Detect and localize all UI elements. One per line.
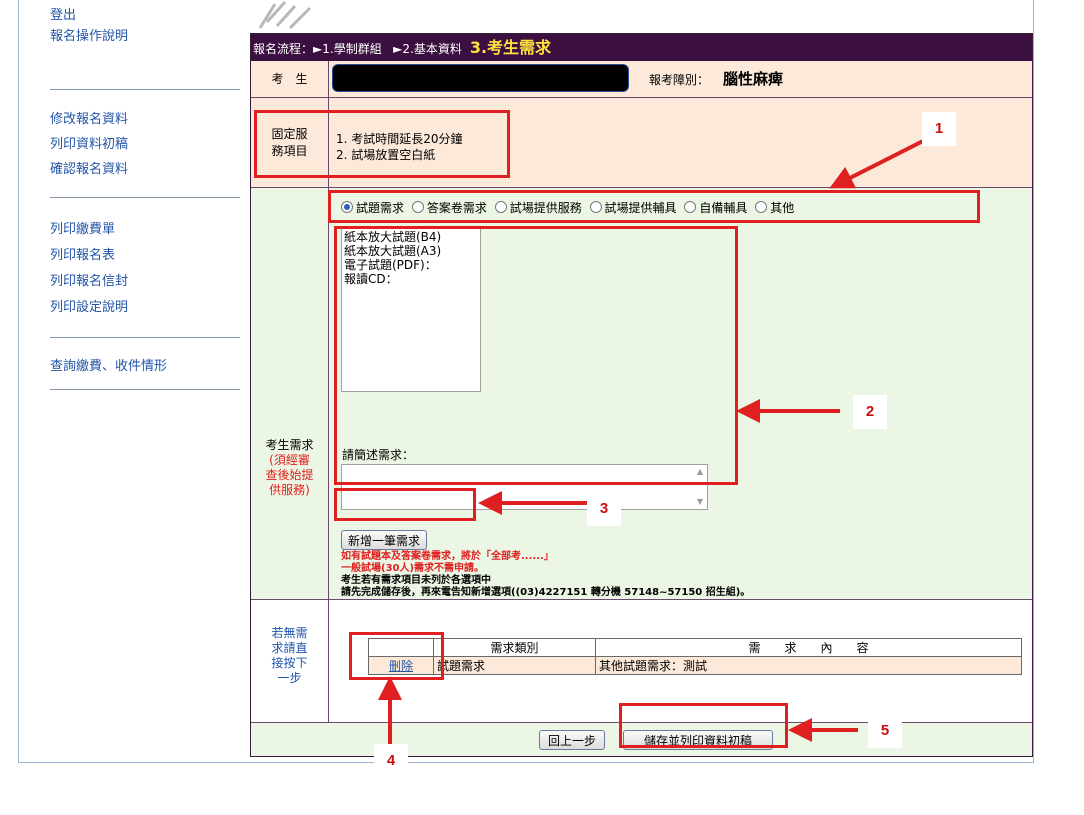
scroll-up-icon[interactable]: ▲ [696, 467, 704, 476]
needs-row: 考生需求 (須經審查後始提供服務) 試題需求 答案卷需求 試場提供服務 試場提供… [251, 188, 1032, 600]
decorative-brush-icon [258, 0, 312, 30]
radio-icon [411, 201, 424, 213]
no-need-label: 若無需求請直接按下一步 [271, 626, 308, 685]
describe-label: 請簡述需求： [342, 448, 415, 462]
sidebar-item-print-payment[interactable]: 列印繳費單 [50, 222, 116, 237]
table-row: 刪除 試題需求 其他試題需求：測試 [368, 656, 1022, 675]
needs-label: 考生需求 [265, 438, 314, 452]
needs-tabs: 試題需求 答案卷需求 試場提供服務 試場提供輔具 自備輔具 其他 [341, 199, 794, 216]
table-cell-category: 試題需求 [433, 656, 596, 675]
annotation-box-fixed-service [254, 110, 510, 178]
disability-label: 報考障別： [649, 73, 710, 87]
annotation-box-save [619, 703, 788, 748]
scroll-down-icon[interactable]: ▼ [696, 497, 704, 506]
sidebar-divider [50, 389, 240, 390]
callout-1: 1 [922, 112, 956, 146]
no-need-label-cell: 若無需求請直接按下一步 [251, 600, 329, 722]
delete-link[interactable]: 刪除 [388, 659, 413, 673]
notice-line: 一般試場(30人)需求不需申請。 [341, 563, 485, 574]
table-cell-content: 其他試題需求：測試 [595, 656, 1022, 675]
tab-label: 自備輔具 [699, 201, 748, 215]
no-need-row: 若無需求請直接按下一步 需求類別 需 求 內 容 刪除 試題需求 其他試題需求：… [251, 600, 1032, 723]
tab-other[interactable]: 其他 [755, 201, 794, 215]
needs-label-cell: 考生需求 (須經審查後始提供服務) [251, 188, 329, 599]
sidebar-item-print-settings[interactable]: 列印設定說明 [50, 300, 129, 315]
sidebar-item-print-envelope[interactable]: 列印報名信封 [50, 274, 129, 289]
callout-5: 5 [868, 714, 902, 748]
tab-answer-sheet[interactable]: 答案卷需求 [411, 201, 487, 215]
tab-label: 試場提供輔具 [604, 201, 677, 215]
disability-value: 腦性麻痺 [723, 70, 784, 88]
radio-icon [494, 201, 507, 213]
notice-line: 如有試題本及答案卷需求，將於「全部考......」 [341, 551, 554, 562]
needs-note: (須經審查後始提供服務) [265, 453, 314, 497]
radio-icon [684, 201, 697, 213]
back-button[interactable]: 回上一步 [539, 730, 605, 750]
notices: 如有試題本及答案卷需求，將於「全部考......」 一般試場(30人)需求不需申… [341, 551, 750, 599]
fixed-service-list: 1. 考試時間延長20分鐘 2. 試場放置空白紙 [336, 131, 463, 163]
tab-label: 答案卷需求 [426, 201, 487, 215]
radio-icon [589, 201, 602, 213]
flow-step-1[interactable]: ►1.學制群組 [313, 42, 382, 56]
fixed-service-label-text: 固定服務項目 [271, 127, 308, 158]
annotation-box-inputs [334, 226, 738, 485]
option-item[interactable]: 電子試題(PDF)： [344, 258, 437, 272]
candidate-row: 考 生 報考障別： 腦性麻痺 [251, 61, 1032, 98]
fixed-service-item: 2. 試場放置空白紙 [336, 148, 436, 162]
radio-selected-icon [341, 201, 353, 213]
flow-step-2[interactable]: ►2.基本資料 [393, 42, 462, 56]
sidebar-item-edit[interactable]: 修改報名資料 [50, 112, 129, 127]
flow-bar: 報名流程：►1.學制群組 ►2.基本資料 3.考生需求 [251, 34, 1032, 61]
callout-3: 3 [587, 492, 621, 526]
callout-2: 2 [853, 395, 887, 429]
flow-prefix: 報名流程： [253, 42, 314, 56]
tab-venue-service[interactable]: 試場提供服務 [494, 201, 582, 215]
sidebar-item-help[interactable]: 報名操作說明 [50, 29, 129, 44]
sidebar-item-query-status[interactable]: 查詢繳費、收件情形 [50, 359, 168, 374]
notice-line: 考生若有需求項目未列於各選項中 [341, 575, 491, 586]
sidebar-divider [50, 89, 240, 90]
sidebar-item-logout[interactable]: 登出 [50, 8, 77, 23]
callout-4: 4 [374, 744, 408, 778]
option-item[interactable]: 紙本放大試題(B4) [344, 230, 442, 244]
annotation-box-tabs [328, 190, 980, 223]
sidebar-item-print-draft[interactable]: 列印資料初稿 [50, 137, 129, 152]
fixed-service-item: 1. 考試時間延長20分鐘 [336, 132, 463, 146]
flow-current-step: 3.考生需求 [469, 38, 552, 57]
tab-label: 試場提供服務 [509, 201, 582, 215]
arrow-icon [829, 138, 926, 189]
main-panel: 報名流程：►1.學制群組 ►2.基本資料 3.考生需求 考 生 報考障別： 腦性麻… [250, 33, 1033, 757]
add-need-button[interactable]: 新增一筆需求 [341, 530, 427, 550]
option-item[interactable]: 紙本放大試題(A3) [344, 244, 442, 258]
sidebar-item-confirm[interactable]: 確認報名資料 [50, 162, 129, 177]
tab-own-aid[interactable]: 自備輔具 [684, 201, 747, 215]
tab-venue-aid[interactable]: 試場提供輔具 [589, 201, 677, 215]
annotation-box-add-button [334, 488, 476, 521]
fixed-service-row: 固定服務項目 1. 考試時間延長20分鐘 2. 試場放置空白紙 [251, 98, 1032, 188]
needs-table: 需求類別 需 求 內 容 刪除 試題需求 其他試題需求：測試 [368, 638, 1022, 675]
candidate-name-redacted [332, 64, 629, 92]
sidebar-divider [50, 197, 240, 198]
fixed-service-label: 固定服務項目 [251, 98, 329, 187]
tab-label: 試題需求 [356, 201, 405, 215]
tab-label: 其他 [770, 201, 795, 215]
option-item[interactable]: 報讀CD： [344, 272, 398, 286]
radio-icon [755, 201, 768, 213]
tab-exam-question[interactable]: 試題需求 [341, 201, 404, 215]
sidebar-item-print-form[interactable]: 列印報名表 [50, 248, 116, 263]
sidebar-divider [50, 337, 240, 338]
candidate-label: 考 生 [251, 61, 329, 97]
notice-line: 請先完成儲存後，再來電告知新增選項((03)4227151 轉分機 57148~… [341, 587, 751, 598]
options-listbox[interactable]: 紙本放大試題(B4) 紙本放大試題(A3) 電子試題(PDF)： 報讀CD： [341, 227, 481, 392]
